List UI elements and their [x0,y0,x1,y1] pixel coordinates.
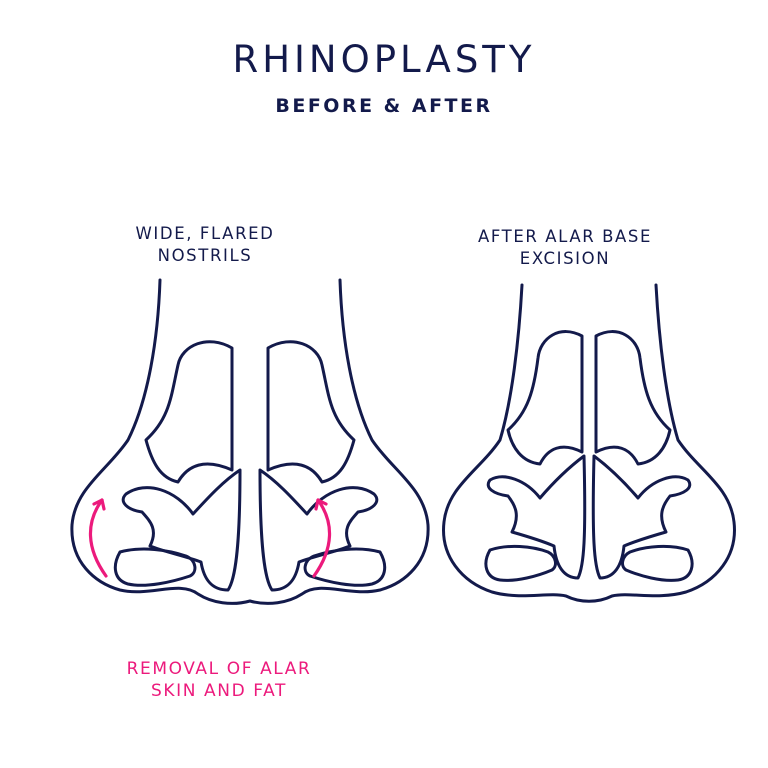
nose-before [70,278,430,605]
nose-after-right-nasal-bone [594,330,672,466]
right-alar-arrowhead [314,498,328,511]
nose-before-outline [70,278,430,605]
diagram-subtitle: BEFORE & AFTER [275,95,493,117]
before-caption: WIDE, FLARED NOSTRILS [135,224,275,265]
nose-before-left-nostril [113,547,197,587]
nose-after-right-nostril [621,544,694,582]
after-caption: AFTER ALAR BASE EXCISION [477,227,653,268]
nose-before-center-cartilage [121,468,379,592]
removal-note: REMOVAL OF ALAR SKIN AND FAT [126,659,312,701]
nose-before-right-nasal-bone [266,340,356,484]
right-alar-arrow [312,498,332,578]
nose-before-left-nasal-bone [144,340,234,484]
nose-after-center-cartilage [486,454,692,580]
nose-after-outline [442,283,736,603]
diagram-title: RHINOPLASTY [232,38,536,81]
left-alar-arrowhead [92,498,106,511]
left-alar-arrow [88,498,108,578]
nose-before-right-nostril [303,547,387,587]
before-arrows [88,498,332,578]
nose-after [442,283,736,603]
nose-after-left-nostril [484,544,557,582]
nose-after-left-nasal-bone [506,330,584,466]
